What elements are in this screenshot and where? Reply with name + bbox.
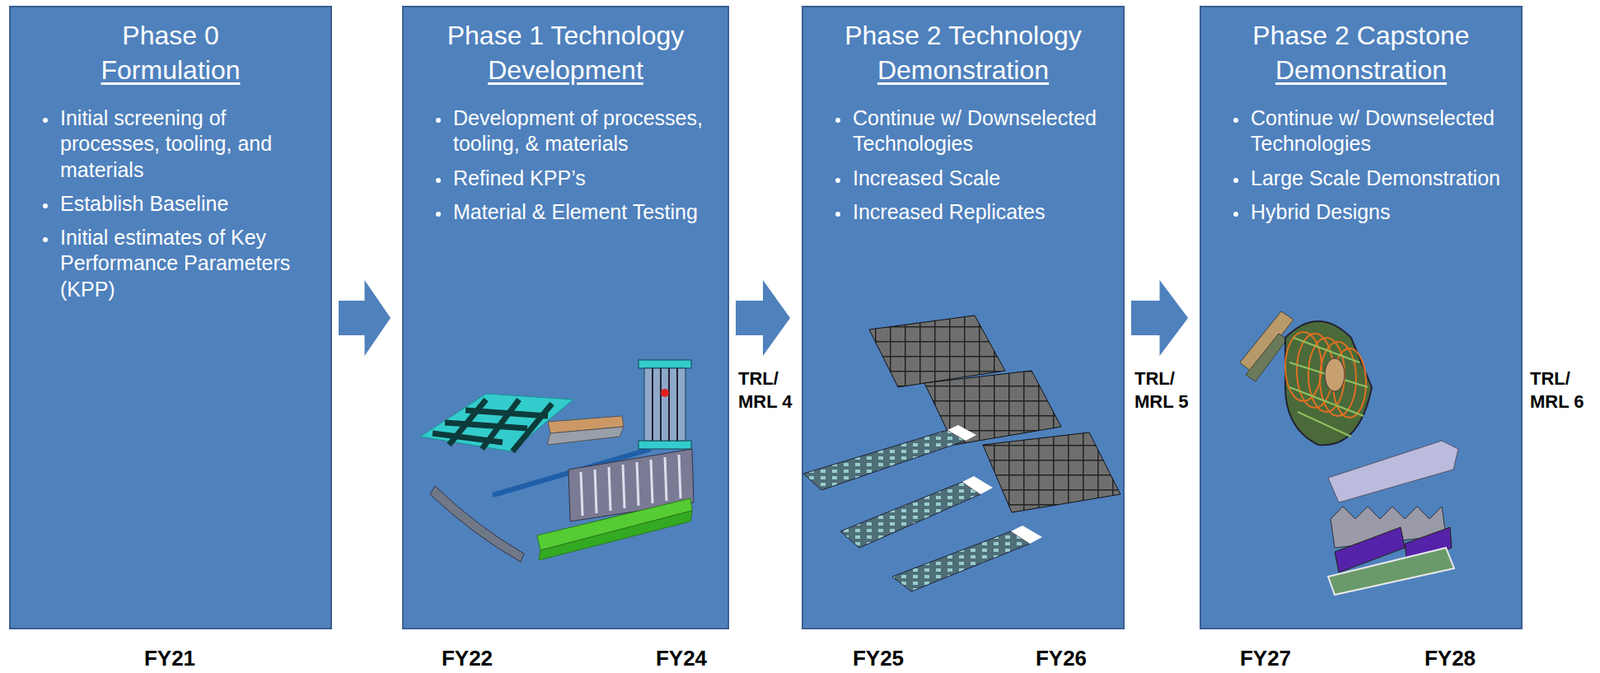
phase-subtitle: Formulation [10, 53, 331, 89]
readiness-level-label: TRL/ MRL 6 [1529, 367, 1590, 413]
phase-panel: Phase 2 CapstoneDemonstrationContinue w/… [1199, 5, 1523, 630]
bullet-text: Hybrid Designs [1249, 199, 1515, 225]
bullet-text: Refined KPP’s [451, 165, 721, 192]
stiffened-panel [869, 315, 1121, 513]
curved-frame [430, 486, 524, 562]
bullet-text: Development of processes, tooling, & mat… [451, 105, 721, 158]
phase-subtitle: Demonstration [803, 53, 1123, 89]
bullet-list: Development of processes, tooling, & mat… [403, 105, 721, 225]
stiffener-angle [547, 416, 624, 445]
bullet-text: Increased Replicates [851, 199, 1117, 225]
phase-subtitle: Demonstration [1201, 53, 1521, 89]
bullet-text: Initial estimates of Key Performance Par… [58, 224, 324, 303]
phase-title: Phase 2 Technology [803, 18, 1123, 54]
fiscal-year-label: FY25 [852, 645, 904, 672]
phase-title: Phase 2 Capstone [1201, 18, 1521, 54]
phase-panel: Phase 0FormulationInitial screening of p… [9, 5, 333, 630]
bullet-text: Increased Scale [851, 165, 1117, 192]
bullet-text: Establish Baseline [58, 191, 324, 217]
phase-title: Phase 0 [10, 18, 331, 54]
fuselage-barrel [1239, 311, 1372, 445]
bullet-text: Initial screening of processes, tooling,… [58, 105, 324, 183]
block-arrow [338, 280, 391, 356]
readiness-level-label: TRL/ MRL 4 [738, 367, 798, 413]
fiscal-year-label: FY21 [144, 645, 196, 672]
readiness-level-label: TRL/ MRL 5 [1134, 367, 1194, 413]
fiscal-year-label: FY22 [441, 645, 493, 672]
phase-title: Phase 1 Technology [403, 18, 728, 54]
fiscal-year-label: FY27 [1239, 645, 1292, 672]
panel-fill [9, 5, 333, 630]
bullet-text: Continue w/ Downselected Technologies [851, 105, 1117, 158]
green-i-beam [537, 498, 693, 561]
block-arrow [1131, 280, 1189, 356]
bullet-list: Initial screening of processes, tooling,… [10, 105, 324, 303]
panel-fill [402, 5, 730, 630]
fiscal-year-label: FY28 [1424, 645, 1476, 672]
phase-subtitle: Development [403, 53, 728, 89]
bullet-text: Continue w/ Downselected Technologies [1249, 105, 1515, 158]
stiffener-strip [803, 425, 1043, 592]
i-beam-coupon [638, 360, 692, 450]
block-arrow [735, 280, 791, 356]
bullet-list: Continue w/ Downselected TechnologiesLar… [1201, 105, 1515, 225]
fiscal-year-label: FY24 [655, 645, 707, 672]
phase-panel: Phase 1 TechnologyDevelopmentDevelopment… [402, 5, 730, 630]
fiscal-year-label: FY26 [1035, 645, 1087, 672]
panel-fill [801, 5, 1125, 630]
wing-box [1328, 440, 1459, 595]
panel-fill [1199, 5, 1523, 630]
bullet-text: Large Scale Demonstration [1249, 165, 1515, 192]
phase-panel: Phase 2 TechnologyDemonstrationContinue … [801, 5, 1125, 630]
bullet-list: Continue w/ Downselected TechnologiesInc… [803, 105, 1117, 225]
bullet-text: Material & Element Testing [451, 199, 721, 225]
